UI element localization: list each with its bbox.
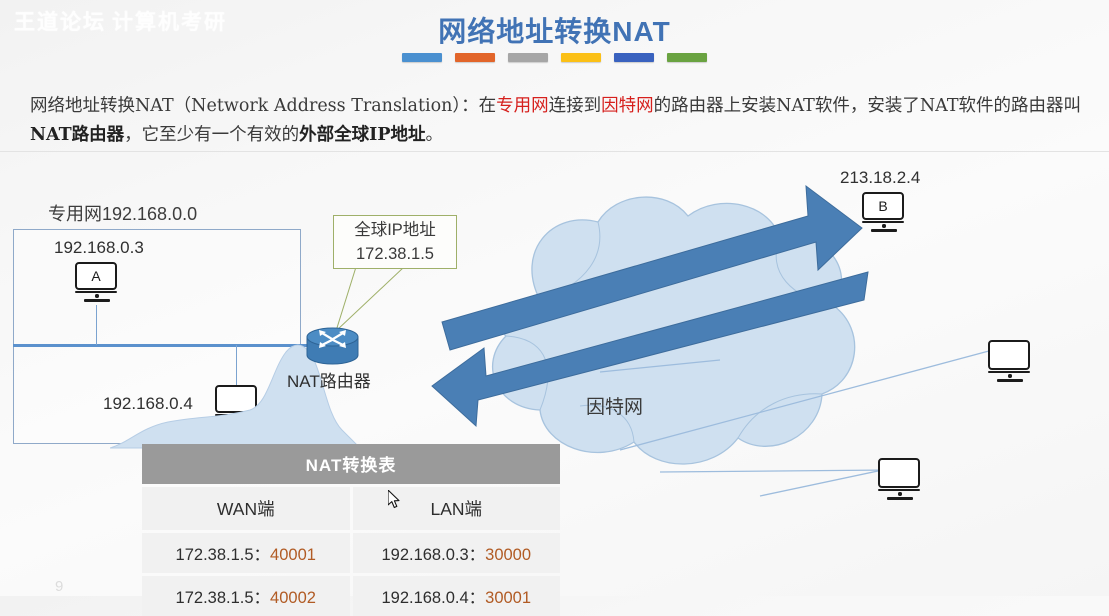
watermark-ghost-text: 计算机考研 xyxy=(112,11,227,34)
arrow-outbound xyxy=(441,184,863,351)
lan-port: 30001 xyxy=(485,589,532,607)
wan-port: 40002 xyxy=(270,589,316,607)
header-divider xyxy=(0,151,1109,152)
nat-router-icon xyxy=(306,327,359,365)
lan-port: 30000 xyxy=(485,546,532,564)
lan-ip: 192.168.0.3： xyxy=(381,546,486,564)
host-lan2-link xyxy=(236,345,237,385)
host-b-screen-label: B xyxy=(862,192,904,220)
nat-cell-wan: 172.38.1.5：40001 xyxy=(142,533,350,573)
host-lan2-ip-label: 192.168.0.4 xyxy=(103,394,193,413)
lan-ip: 192.168.0.4： xyxy=(381,589,486,607)
rule-dash-6 xyxy=(667,53,707,62)
stray-glyph: 9 xyxy=(55,578,64,595)
monitor-foot xyxy=(84,299,110,302)
para-seg-6: 。 xyxy=(425,125,444,145)
para-seg-3: 连接到 xyxy=(548,96,602,116)
wan-port: 40001 xyxy=(270,546,316,564)
para-highlight-internet: 因特网 xyxy=(601,96,654,116)
para-bold-nat-router: NAT路由器 xyxy=(30,125,125,145)
wan-ip: 172.38.1.5： xyxy=(175,546,271,564)
watermark: 王道论坛计算机考研 xyxy=(14,6,227,36)
table-row: 172.38.1.5：40001 192.168.0.3：30000 xyxy=(142,533,560,573)
nat-header-lan: LAN端 xyxy=(352,487,560,530)
monitor-base xyxy=(862,221,904,224)
para-bold-global-ip: 外部全球IP地址 xyxy=(299,125,426,145)
host-a-ip-label: 192.168.0.3 xyxy=(54,238,144,257)
nat-cell-lan: 192.168.0.4：30001 xyxy=(352,576,560,616)
monitor-base xyxy=(75,291,117,294)
table-row: 172.38.1.5：40002 192.168.0.4：30001 xyxy=(142,576,560,616)
host-b-ip-label: 213.18.2.4 xyxy=(840,168,921,187)
monitor-screen xyxy=(878,458,920,488)
monitor-dot xyxy=(882,224,886,228)
arrow-inbound xyxy=(431,271,869,428)
monitor-screen xyxy=(215,385,257,413)
rule-dash-5 xyxy=(614,53,654,62)
para-seg-5: ，它至少有一个有效的 xyxy=(124,125,300,145)
lan-bus-line xyxy=(13,344,313,347)
monitor-foot xyxy=(997,379,1023,382)
global-ip-callout: 全球IP地址 172.38.1.5 xyxy=(333,215,457,269)
monitor-foot xyxy=(871,229,897,232)
nat-cell-lan: 192.168.0.3：30000 xyxy=(352,533,560,573)
para-seg-1: 网络地址转换NAT（Network Address Translation）： xyxy=(30,96,479,116)
page-title: 网络地址转换NAT xyxy=(438,16,671,47)
callout-leader-lines xyxy=(335,266,405,332)
monitor-dot xyxy=(1008,374,1012,378)
callout-line-1: 全球IP地址 xyxy=(354,221,436,239)
internet-cloud-label: 因特网 xyxy=(586,396,644,418)
rule-dash-4 xyxy=(561,53,601,62)
title-rule xyxy=(402,53,707,62)
host-lan2-computer-icon xyxy=(215,385,259,425)
wan-ip: 172.38.1.5： xyxy=(175,589,271,607)
monitor-dot xyxy=(898,492,902,496)
internet-host-2-icon xyxy=(878,458,922,500)
monitor-base xyxy=(988,371,1030,374)
nat-router-label: NAT路由器 xyxy=(287,372,371,391)
nat-table-title: NAT转换表 xyxy=(142,444,560,484)
host-b-computer-icon: B xyxy=(862,192,906,232)
body-paragraph: 网络地址转换NAT（Network Address Translation）：在… xyxy=(30,92,1090,150)
internet-host-1-icon xyxy=(988,340,1032,382)
monitor-dot xyxy=(95,294,99,298)
nat-header-wan: WAN端 xyxy=(142,487,350,530)
cloud-link-lines xyxy=(600,347,1001,497)
nat-cell-wan: 172.38.1.5：40002 xyxy=(142,576,350,616)
para-highlight-private-net: 专用网 xyxy=(496,96,549,116)
hill-shape xyxy=(110,344,360,449)
nat-translation-table: NAT转换表 WAN端 LAN端 172.38.1.5：40001 192.16… xyxy=(142,444,560,616)
rule-dash-2 xyxy=(455,53,495,62)
para-seg-2: 在 xyxy=(478,96,497,116)
nat-table-header-row: WAN端 LAN端 xyxy=(142,487,560,530)
watermark-text: 王道论坛 xyxy=(14,11,106,34)
rule-dash-3 xyxy=(508,53,548,62)
monitor-base xyxy=(878,489,920,492)
monitor-screen xyxy=(988,340,1030,370)
host-a-link xyxy=(96,305,97,345)
private-network-label: 专用网192.168.0.0 xyxy=(48,204,198,224)
para-seg-4: 的路由器上安装NAT软件，安装了NAT软件的路由器叫 xyxy=(653,96,1081,116)
host-a-computer-icon: A xyxy=(75,262,119,302)
host-a-screen-label: A xyxy=(75,262,117,290)
mouse-cursor xyxy=(388,490,400,509)
monitor-foot xyxy=(887,497,913,500)
traffic-arrows xyxy=(431,184,869,428)
rule-dash-1 xyxy=(402,53,442,62)
callout-line-2: 172.38.1.5 xyxy=(356,245,434,263)
